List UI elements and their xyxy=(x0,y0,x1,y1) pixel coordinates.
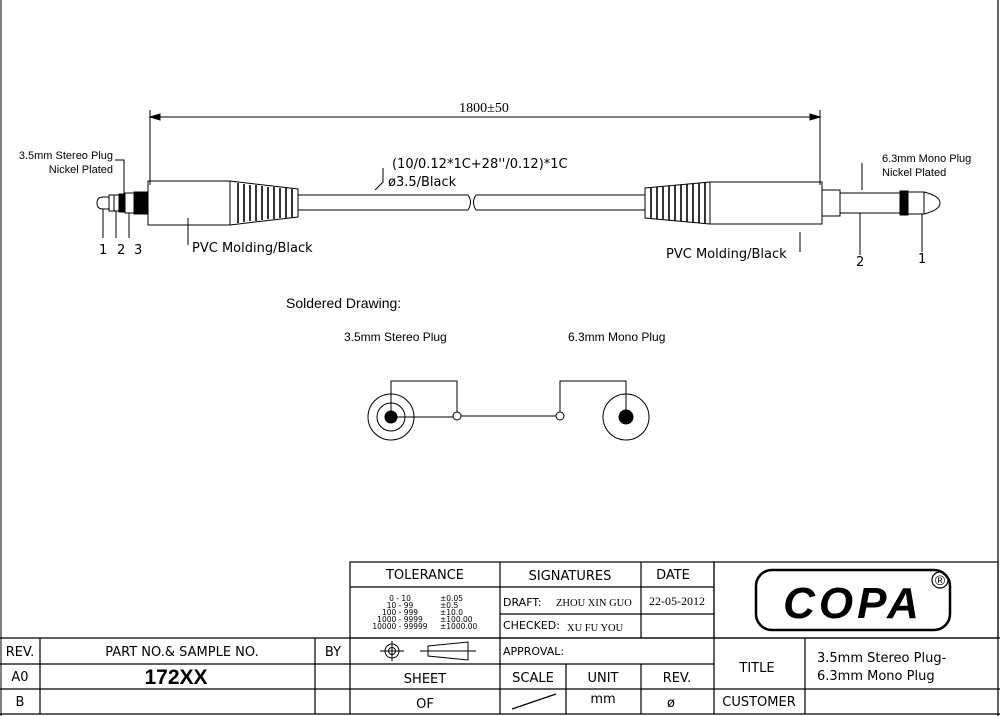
scale-label: SCALE xyxy=(512,671,554,686)
tolerance-range: 10000 - 99999 xyxy=(372,622,427,631)
tolerance-value: ±0.05 xyxy=(440,594,463,603)
signatures-header: SIGNATURES xyxy=(529,569,612,584)
left-pin-3: 3 xyxy=(134,243,142,258)
soldered-drawing-title: Soldered Drawing: xyxy=(286,295,401,311)
customer-label: CUSTOMER xyxy=(722,695,795,710)
tolerance-value: ±100.00 xyxy=(440,615,473,624)
projection-symbol-icon xyxy=(380,641,476,661)
draft-name: ZHOU XIN GUO xyxy=(556,598,632,609)
left-plug-finish: Nickel Plated xyxy=(49,164,113,176)
title-label: TITLE xyxy=(738,661,774,676)
tolerance-range: 100 - 999 xyxy=(382,608,418,617)
rev-label: REV. xyxy=(663,671,692,686)
date-header: DATE xyxy=(656,568,690,583)
right-pin-2: 2 xyxy=(856,255,864,270)
unit-value: mm xyxy=(590,692,615,707)
rev-header: REV. xyxy=(6,645,35,660)
right-plug-finish: Nickel Plated xyxy=(882,167,946,179)
solder-left-label: 3.5mm Stereo Plug xyxy=(344,330,447,344)
rev-value: ø xyxy=(667,696,675,711)
tolerance-range: 1000 - 9999 xyxy=(377,615,423,624)
solder-schematic xyxy=(367,380,650,441)
title-block-grid xyxy=(0,561,1000,714)
checked-label: CHECKED: xyxy=(503,619,560,632)
part-header: PART NO.& SAMPLE NO. xyxy=(105,645,259,660)
rev-a-value: A0 xyxy=(11,670,28,685)
tolerance-value: ±1000.00 xyxy=(440,622,478,631)
cable-assembly-drawing xyxy=(96,110,941,255)
by-header: BY xyxy=(325,645,341,660)
logo-registered-mark: ® xyxy=(935,572,946,588)
draft-date: 22-05-2012 xyxy=(649,594,705,608)
overall-length-dimension: 1800±50 xyxy=(459,101,509,116)
logo-text: COPA xyxy=(783,579,923,628)
left-molding-label: PVC Molding/Black xyxy=(192,241,313,256)
right-molding-label: PVC Molding/Black xyxy=(666,247,787,262)
left-molding-ribs xyxy=(237,183,293,223)
tolerance-value: ±0.5 xyxy=(440,601,458,610)
right-pin-1: 1 xyxy=(918,252,926,267)
title-line1: 3.5mm Stereo Plug- xyxy=(817,651,947,666)
left-pin-1: 1 xyxy=(99,243,107,258)
tolerance-range: 0 - 10 xyxy=(389,594,411,603)
cable-spec-line1: (10/0.12*1C+28''/0.12)*1C xyxy=(392,157,568,172)
approval-label: APPROVAL: xyxy=(503,645,564,658)
left-plug-label: 3.5mm Stereo Plug xyxy=(19,150,113,162)
sheet-label: SHEET xyxy=(404,672,446,687)
cable-spec-line2: ø3.5/Black xyxy=(388,175,457,190)
title-line2: 6.3mm Mono Plug xyxy=(817,669,935,684)
solder-right-label: 6.3mm Mono Plug xyxy=(568,330,665,344)
right-molding-ribs xyxy=(650,183,706,223)
right-plug-label: 6.3mm Mono Plug xyxy=(882,153,971,165)
tolerance-value: ±10.0 xyxy=(440,608,463,617)
rev-b-value: B xyxy=(16,695,25,710)
left-pin-2: 2 xyxy=(117,243,125,258)
of-label: OF xyxy=(416,697,434,712)
checked-name: XU FU YOU xyxy=(567,623,624,634)
draft-label: DRAFT: xyxy=(503,596,542,609)
unit-label: UNIT xyxy=(587,671,618,686)
tolerance-range: 10 - 99 xyxy=(387,601,414,610)
copa-logo: COPA ® xyxy=(754,568,952,632)
tolerance-table: 0 - 10 ±0.05 10 - 99 ±0.5 100 - 999 ±10.… xyxy=(372,594,477,631)
tolerance-header: TOLERANCE xyxy=(385,568,464,583)
part-number: 172XX xyxy=(144,666,207,689)
